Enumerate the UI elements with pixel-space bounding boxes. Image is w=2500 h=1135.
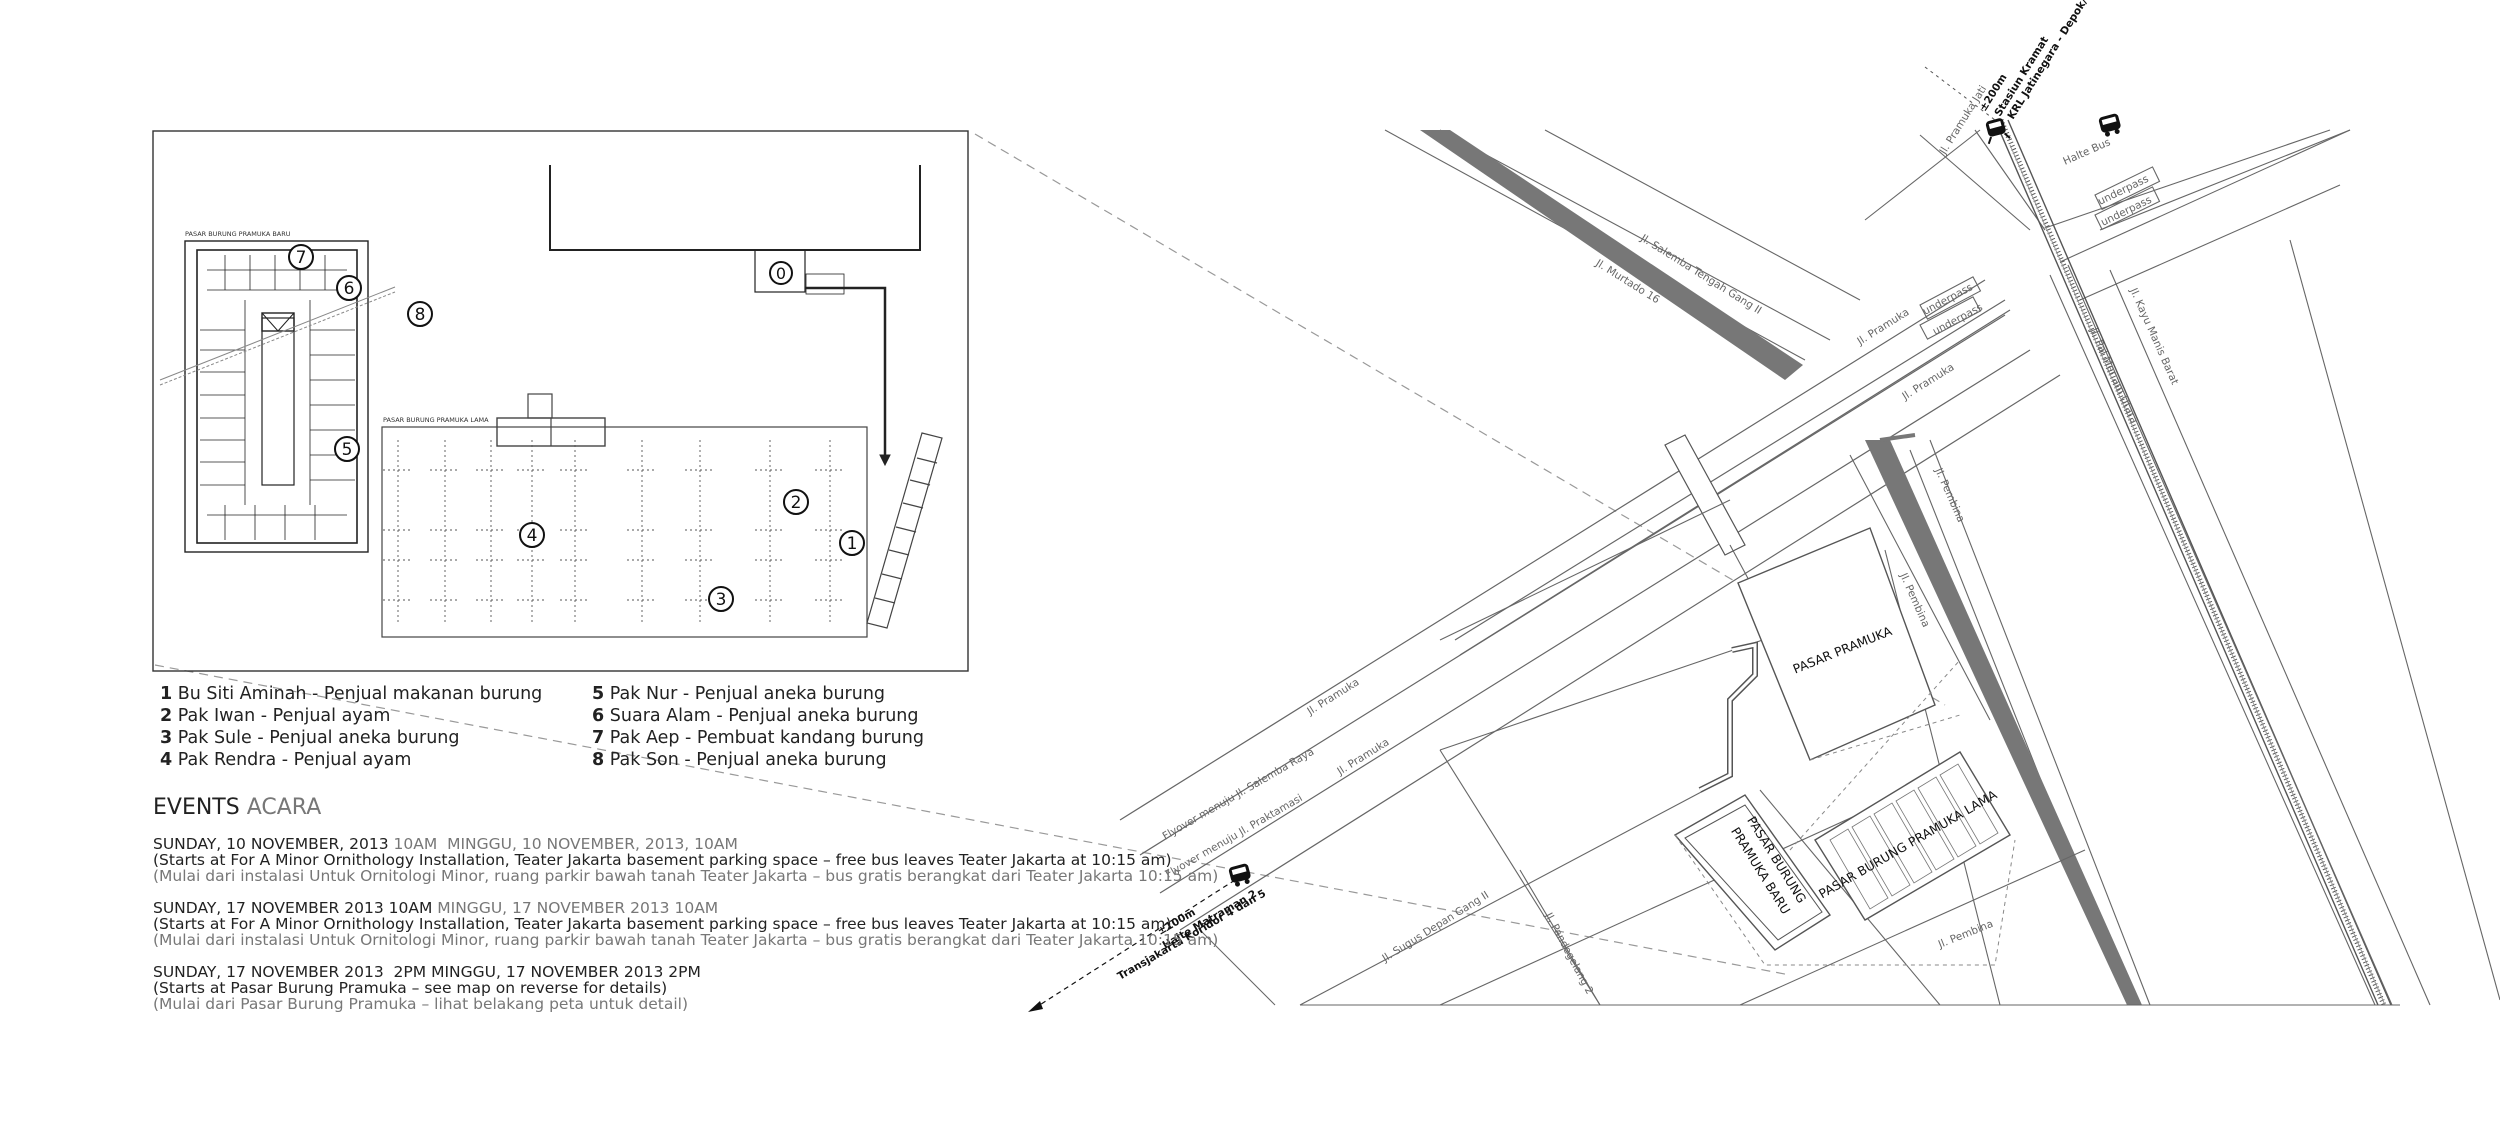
marker-4[interactable]: 4	[519, 522, 545, 548]
station-line: KRL Jatinegara - Depok/Bogor	[2005, 0, 2109, 122]
inset-baru-label: PASAR BURUNG PRAMUKA BARU	[185, 230, 291, 238]
pedestrian-bridge	[1664, 434, 1746, 556]
street-pandegelang: Jl. Pandegelang 2	[1542, 910, 1596, 996]
pasar-lama-stalls	[1829, 763, 1999, 910]
street-pramuka-3: Jl. Pramuka	[1304, 676, 1361, 718]
marker-1[interactable]: 1	[839, 530, 865, 556]
canal-north	[1420, 130, 1803, 380]
svg-text:3: 3	[716, 590, 727, 610]
bus-icon-halte	[2098, 113, 2121, 137]
legend-item-5: 5 Pak Nur - Penjual aneka burung	[592, 684, 886, 704]
label-halte-bus: Halte Bus	[2061, 136, 2112, 168]
street-pramuka-4: Jl. Pramuka	[1334, 736, 1391, 778]
event-3: SUNDAY, 17 NOVEMBER 2013 2PM MINGGU, 17 …	[153, 963, 701, 1013]
marker-3[interactable]: 3	[708, 586, 734, 612]
roads-south	[1199, 599, 2400, 1006]
legend-item-6: 6 Suara Alam - Penjual aneka burung	[592, 706, 919, 726]
bus-icon-transjakarta	[1228, 863, 1251, 887]
street-pembina-1: Jl. Pembina	[1932, 465, 1967, 524]
inset-baru-building	[184, 240, 369, 553]
svg-text:0: 0	[776, 264, 786, 283]
marker-2[interactable]: 2	[783, 489, 809, 515]
pasar-baru-building	[1673, 794, 1831, 951]
legend-right: 5 Pak Nur - Penjual aneka burung 6 Suara…	[592, 683, 924, 771]
street-pembina-3: Jl. Pembina	[1936, 918, 1995, 951]
roads-northeast	[1919, 129, 2351, 340]
marker-6[interactable]: 6	[336, 275, 362, 301]
street-pramuka-jati: Jl. Pramuka Jati	[1937, 83, 1989, 157]
event-2: SUNDAY, 17 NOVEMBER 2013 10AM MINGGU, 17…	[153, 899, 1219, 949]
inset-lama-stall-grid	[383, 440, 845, 625]
direction-arrow-south	[1028, 879, 1236, 1012]
marker-5[interactable]: 5	[334, 436, 360, 462]
event-1: SUNDAY, 10 NOVEMBER, 2013 10AM MINGGU, 1…	[153, 835, 1219, 885]
events-heading: EVENTS ACARA	[153, 795, 322, 820]
marker-8[interactable]: 8	[407, 301, 433, 327]
marker-7[interactable]: 7	[288, 244, 314, 270]
inset-lama-label: PASAR BURUNG PRAMUKA LAMA	[383, 416, 489, 424]
pasar-baru-walkway	[1698, 641, 1758, 793]
svg-text:7: 7	[296, 248, 307, 268]
svg-text:5: 5	[342, 440, 353, 460]
legend-item-1: 1 Bu Siti Aminah - Penjual makanan burun…	[160, 684, 543, 704]
legend-item-2: 2 Pak Iwan - Penjual ayam	[160, 706, 391, 726]
inset-ramp	[866, 432, 943, 629]
svg-text:2: 2	[791, 493, 802, 513]
svg-text:6: 6	[344, 279, 355, 299]
pasar-lama-building	[1814, 751, 2011, 921]
svg-text:4: 4	[527, 526, 538, 546]
street-map: PASAR PRAMUKA PASAR BURUNG PRAMUKA BARU …	[1028, 0, 2500, 1012]
train-icon	[1985, 118, 2011, 145]
canal-east	[1865, 440, 2142, 1005]
legend-item-4: 4 Pak Rendra - Penjual ayam	[160, 750, 412, 770]
street-pramuka-1: Jl. Pramuka	[1854, 306, 1911, 348]
legend-item-7: 7 Pak Aep - Pembuat kandang burung	[592, 728, 924, 748]
inset-upper-structure	[549, 165, 921, 467]
street-pramuka-2: Jl. Pramuka	[1899, 361, 1956, 403]
legend-item-8: 8 Pak Son - Penjual aneka burung	[592, 750, 887, 770]
street-labels: Jl. Salemba Tengah Gang II Jl. Murtado 1…	[1161, 83, 2181, 996]
svg-text:1: 1	[847, 534, 858, 554]
marker-0[interactable]: 0	[769, 261, 793, 285]
inset-map: PASAR BURUNG PRAMUKA BARU PASAR BURUNG P…	[152, 130, 969, 672]
pasar-pramuka-building	[1737, 527, 1936, 761]
legend-item-3: 3 Pak Sule - Penjual aneka burung	[160, 728, 460, 748]
railway	[1994, 119, 2392, 1006]
inset-lama-building	[381, 393, 868, 638]
svg-text:8: 8	[415, 305, 426, 325]
legend-left: 1 Bu Siti Aminah - Penjual makanan burun…	[160, 683, 542, 771]
